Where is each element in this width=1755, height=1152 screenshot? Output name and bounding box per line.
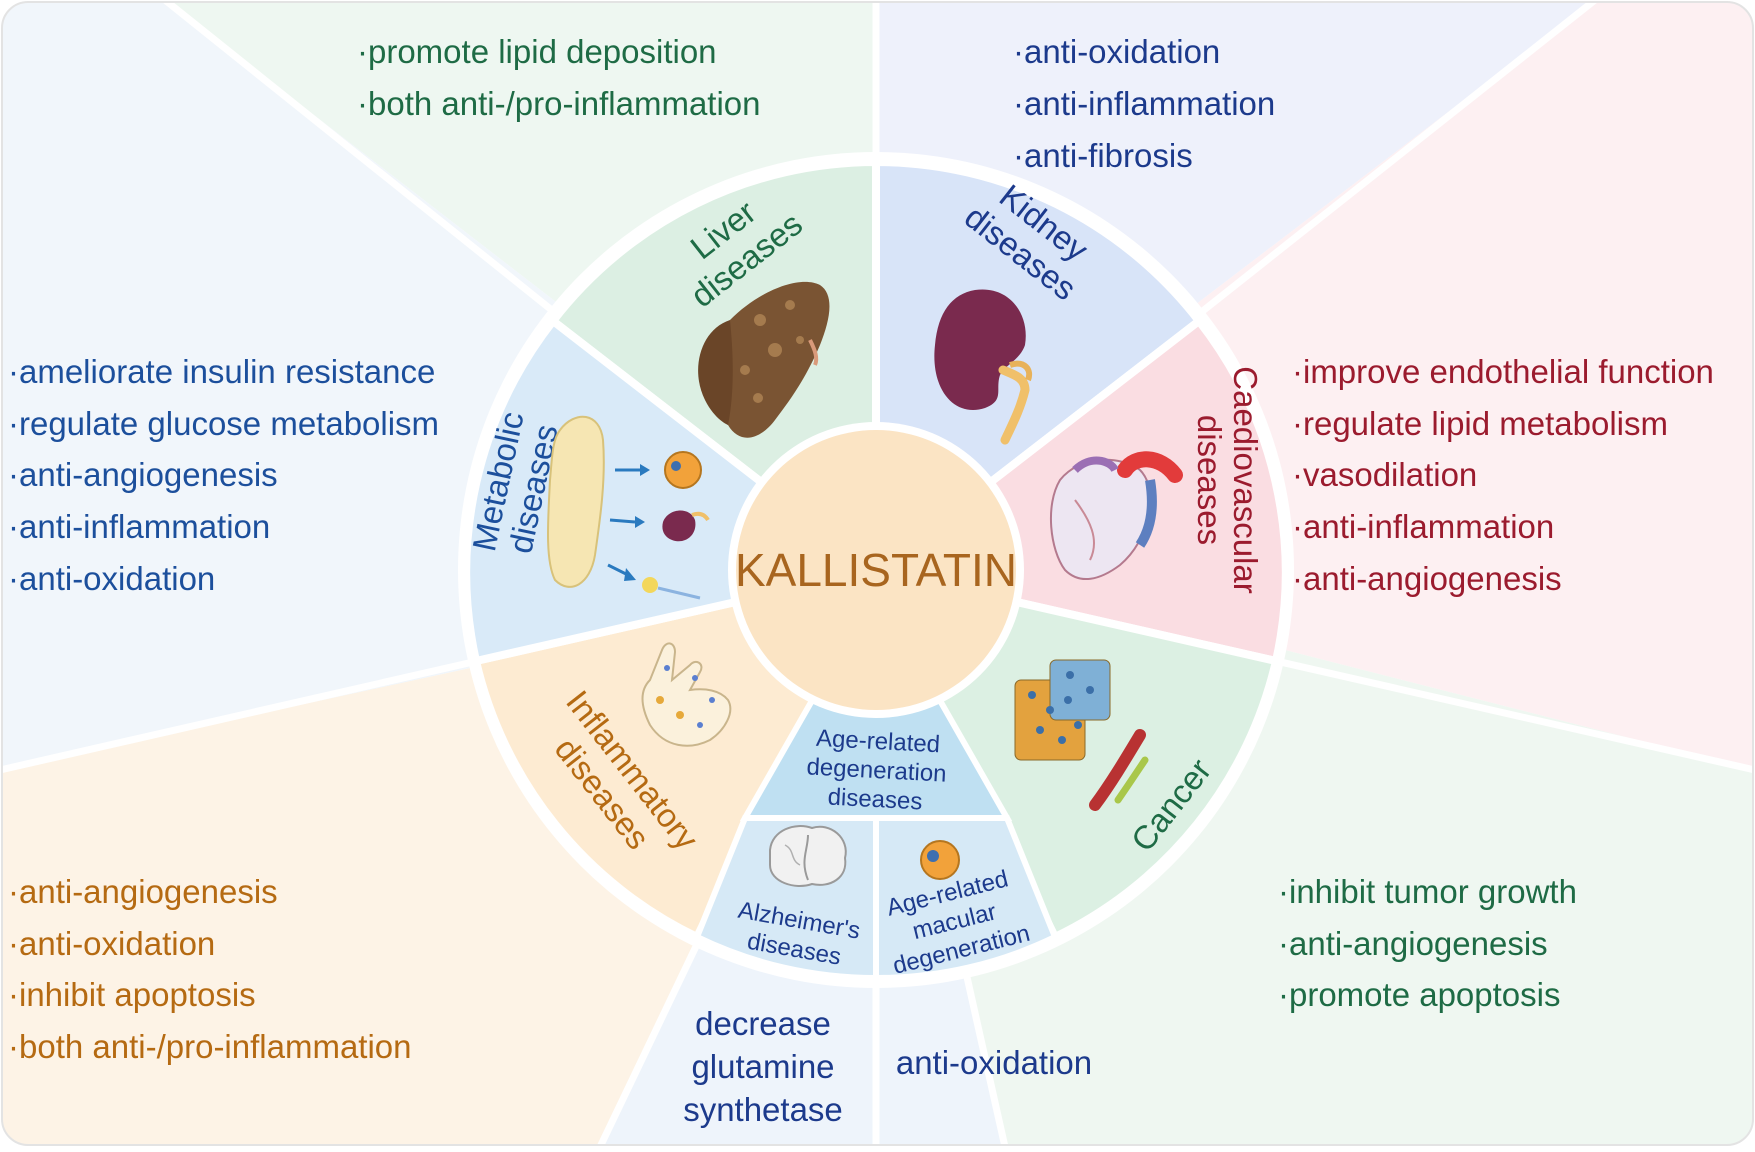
brain-illustration <box>769 825 847 887</box>
cancer-effect-2: ·anti-angiogenesis <box>1278 925 1548 962</box>
cardio-effect-5: ·anti-angiogenesis <box>1292 560 1562 597</box>
cancer-effect-3: ·promote apoptosis <box>1278 976 1560 1013</box>
metab-effect-1: ·ameliorate insulin resistance <box>8 353 435 390</box>
alz-effect-2: glutamine <box>691 1048 834 1085</box>
liver-effect-1: ·promote lipid deposition <box>357 33 717 70</box>
age-label-1: Age-related <box>815 725 940 758</box>
metab-effect-2: ·regulate glucose metabolism <box>8 405 439 442</box>
eye-illustration <box>920 840 960 880</box>
effects-alzheimer: decrease glutamine synthetase <box>683 1005 843 1128</box>
kidney-effect-1: ·anti-oxidation <box>1013 33 1220 70</box>
alz-effect-3: synthetase <box>683 1091 843 1128</box>
alz-effect-1: decrease <box>695 1005 831 1042</box>
liver-effect-2: ·both anti-/pro-inflammation <box>357 85 761 122</box>
metab-effect-5: ·anti-oxidation <box>8 560 215 597</box>
heart-illustration <box>1049 451 1183 581</box>
metab-effect-4: ·anti-inflammation <box>8 508 270 545</box>
kidney-effect-2: ·anti-inflammation <box>1013 85 1275 122</box>
effects-cancer: ·inhibit tumor growth ·anti-angiogenesis… <box>1278 873 1577 1013</box>
cancer-tissue-illustration <box>1014 659 1149 811</box>
inflam-effect-1: ·anti-angiogenesis <box>8 873 278 910</box>
effects-kidney: ·anti-oxidation ·anti-inflammation ·anti… <box>1013 33 1275 174</box>
cancer-effect-1: ·inhibit tumor growth <box>1278 873 1577 910</box>
center-title: KALLISTATIN <box>735 544 1017 596</box>
center-circle <box>736 430 1016 710</box>
label-cardio: Caediovascular diseases <box>1191 366 1264 593</box>
inflam-effect-4: ·both anti-/pro-inflammation <box>8 1028 412 1065</box>
liver-illustration <box>698 281 830 438</box>
cardio-effect-4: ·anti-inflammation <box>1292 508 1554 545</box>
cardio-label-1: Caediovascular <box>1227 366 1264 593</box>
kidney-effect-3: ·anti-fibrosis <box>1013 137 1193 174</box>
metab-effect-3: ·anti-angiogenesis <box>8 456 278 493</box>
inflam-effect-3: ·inhibit apoptosis <box>8 976 256 1013</box>
effects-macular: anti-oxidation <box>896 1044 1092 1081</box>
effects-cardio: ·improve endothelial function ·regulate … <box>1292 353 1714 597</box>
effects-inflammatory: ·anti-angiogenesis ·anti-oxidation ·inhi… <box>8 873 412 1065</box>
pancreas-illustration <box>546 415 710 600</box>
inflam-effect-2: ·anti-oxidation <box>8 925 215 962</box>
cardio-effect-2: ·regulate lipid metabolism <box>1292 405 1668 442</box>
label-age-related: Age-related degeneration diseases <box>806 725 947 816</box>
effects-liver: ·promote lipid deposition ·both anti-/pr… <box>357 33 761 122</box>
mac-effect-1: anti-oxidation <box>896 1044 1092 1081</box>
outer-sector-liver <box>165 2 876 570</box>
outer-sector-kidney <box>876 2 1595 570</box>
age-label-3: diseases <box>827 784 923 816</box>
hand-illustration <box>641 642 732 747</box>
cardio-label-2: diseases <box>1191 415 1228 545</box>
cardio-effect-3: ·vasodilation <box>1292 456 1477 493</box>
kidney-illustration <box>934 289 1032 445</box>
effects-metabolic: ·ameliorate insulin resistance ·regulate… <box>8 353 439 597</box>
cardio-effect-1: ·improve endothelial function <box>1292 353 1714 390</box>
